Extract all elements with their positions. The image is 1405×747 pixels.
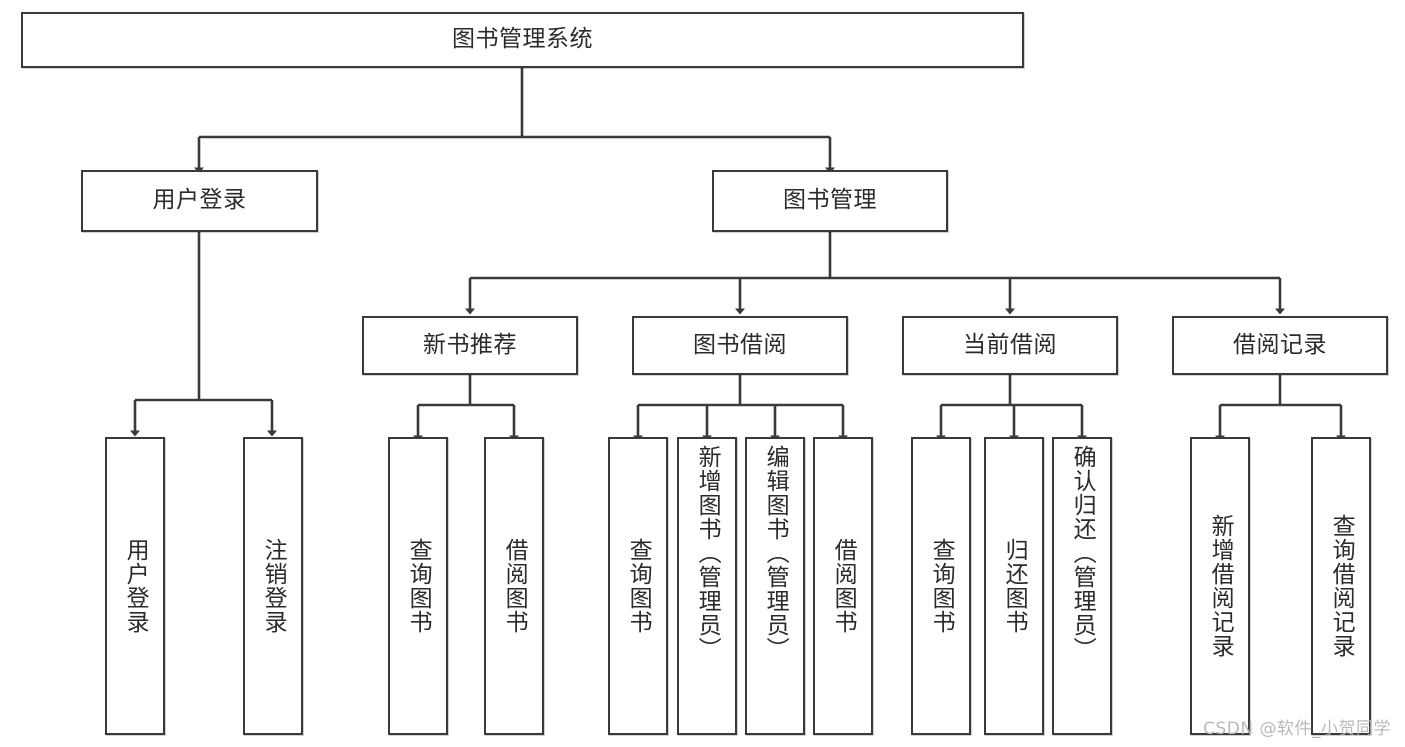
node-level2-1-label: 图书管理 xyxy=(783,187,877,214)
node-leaf-7-label: 借阅图书 xyxy=(830,538,857,634)
node-leaf-12[interactable]: 查询借阅记录 xyxy=(1311,437,1371,735)
node-leaf-5[interactable]: 新增图书（管理员） xyxy=(677,437,737,735)
node-leaf-6-label: 编辑图书（管理员） xyxy=(762,445,789,661)
node-leaf-1-label: 注销登录 xyxy=(260,538,287,634)
node-level3-0-label: 新书推荐 xyxy=(423,331,517,358)
node-leaf-5-label: 新增图书（管理员） xyxy=(694,445,721,661)
node-leaf-8-label: 查询图书 xyxy=(928,538,955,634)
node-level3-3[interactable]: 借阅记录 xyxy=(1172,316,1388,375)
node-leaf-4[interactable]: 查询图书 xyxy=(608,437,668,735)
node-leaf-8[interactable]: 查询图书 xyxy=(911,437,971,735)
node-level2-0[interactable]: 用户登录 xyxy=(81,170,318,232)
node-leaf-0-label: 用户登录 xyxy=(122,538,149,634)
node-leaf-3[interactable]: 借阅图书 xyxy=(484,437,544,735)
node-leaf-3-label: 借阅图书 xyxy=(501,538,528,634)
node-level3-3-label: 借阅记录 xyxy=(1233,331,1327,358)
node-leaf-4-label: 查询图书 xyxy=(625,538,652,634)
node-level3-2-label: 当前借阅 xyxy=(963,331,1057,358)
node-leaf-12-label: 查询借阅记录 xyxy=(1328,514,1355,658)
node-level2-1[interactable]: 图书管理 xyxy=(712,170,948,232)
node-leaf-2-label: 查询图书 xyxy=(405,538,432,634)
node-level2-0-label: 用户登录 xyxy=(152,187,247,214)
node-leaf-11-label: 新增借阅记录 xyxy=(1207,514,1234,658)
node-leaf-10[interactable]: 确认归还（管理员） xyxy=(1052,437,1112,735)
node-root-system-label: 图书管理系统 xyxy=(452,26,593,53)
node-leaf-10-label: 确认归还（管理员） xyxy=(1069,445,1096,661)
watermark-label: CSDN @软件_小贺同学 xyxy=(1203,719,1391,739)
node-root-system[interactable]: 图书管理系统 xyxy=(21,12,1024,68)
node-leaf-9-label: 归还图书 xyxy=(1001,538,1028,634)
node-leaf-6[interactable]: 编辑图书（管理员） xyxy=(745,437,805,735)
node-leaf-1[interactable]: 注销登录 xyxy=(243,437,303,735)
node-leaf-2[interactable]: 查询图书 xyxy=(388,437,448,735)
node-leaf-9[interactable]: 归还图书 xyxy=(984,437,1044,735)
node-leaf-11[interactable]: 新增借阅记录 xyxy=(1190,437,1250,735)
node-level3-1[interactable]: 图书借阅 xyxy=(632,316,848,375)
node-level3-2[interactable]: 当前借阅 xyxy=(902,316,1118,375)
node-leaf-7[interactable]: 借阅图书 xyxy=(813,437,873,735)
node-leaf-0[interactable]: 用户登录 xyxy=(105,437,165,735)
node-level3-1-label: 图书借阅 xyxy=(693,331,787,358)
node-level3-0[interactable]: 新书推荐 xyxy=(362,316,578,375)
